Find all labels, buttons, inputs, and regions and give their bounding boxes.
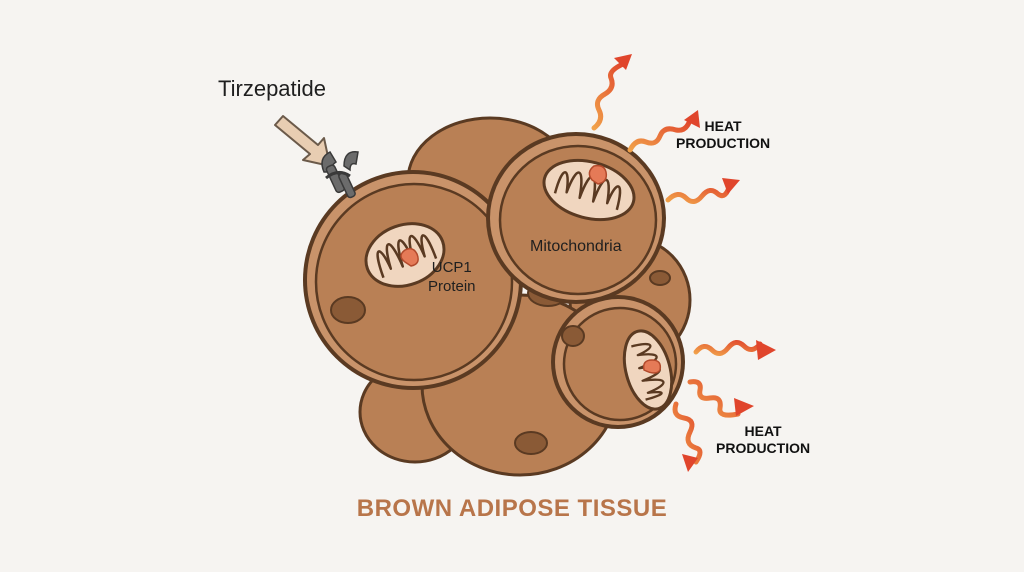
heat-wave-arrow [687, 379, 754, 418]
heat-wave-arrow [693, 340, 776, 360]
mitochondria-label: Mitochondria [530, 238, 622, 255]
heat-wave-arrow [627, 110, 700, 153]
ucp1-label-line1: UCP1 [431, 259, 472, 276]
heat-wave-arrow [591, 54, 632, 131]
ucp1-protein [588, 164, 608, 185]
ucp1-label-line2: Protein [428, 278, 476, 295]
ucp1-protein [642, 359, 662, 374]
drug-label: Tirzepatide [218, 76, 327, 101]
heat-label-line1: HEAT [744, 423, 782, 439]
lipid-droplet [649, 270, 671, 286]
lipid-droplet [561, 325, 585, 347]
heat-label-line2: PRODUCTION [716, 440, 811, 456]
heat-wave-arrow [665, 178, 740, 204]
lipid-droplet [330, 296, 366, 324]
heat-waves [591, 54, 776, 472]
heat-wave-arrow [672, 401, 703, 472]
drug-arrow [274, 115, 331, 167]
heat-production-label-upper: HEAT PRODUCTION [676, 118, 770, 152]
lipid-droplet [514, 431, 548, 455]
heat-production-label-lower: HEAT PRODUCTION [716, 423, 810, 457]
heat-label-line1: HEAT [704, 118, 742, 134]
diagram-title: BROWN ADIPOSE TISSUE [356, 495, 668, 522]
brown-fat-cell-lower-right [551, 295, 685, 429]
brown-fat-cell-upper-right [486, 132, 666, 304]
brown-fat-cell-main [303, 170, 523, 390]
heat-label-line2: PRODUCTION [676, 135, 771, 151]
receptor-icon [321, 151, 359, 199]
ucp1-protein [400, 247, 419, 267]
ucp1-protein-label: UCP1 Protein [428, 258, 476, 296]
